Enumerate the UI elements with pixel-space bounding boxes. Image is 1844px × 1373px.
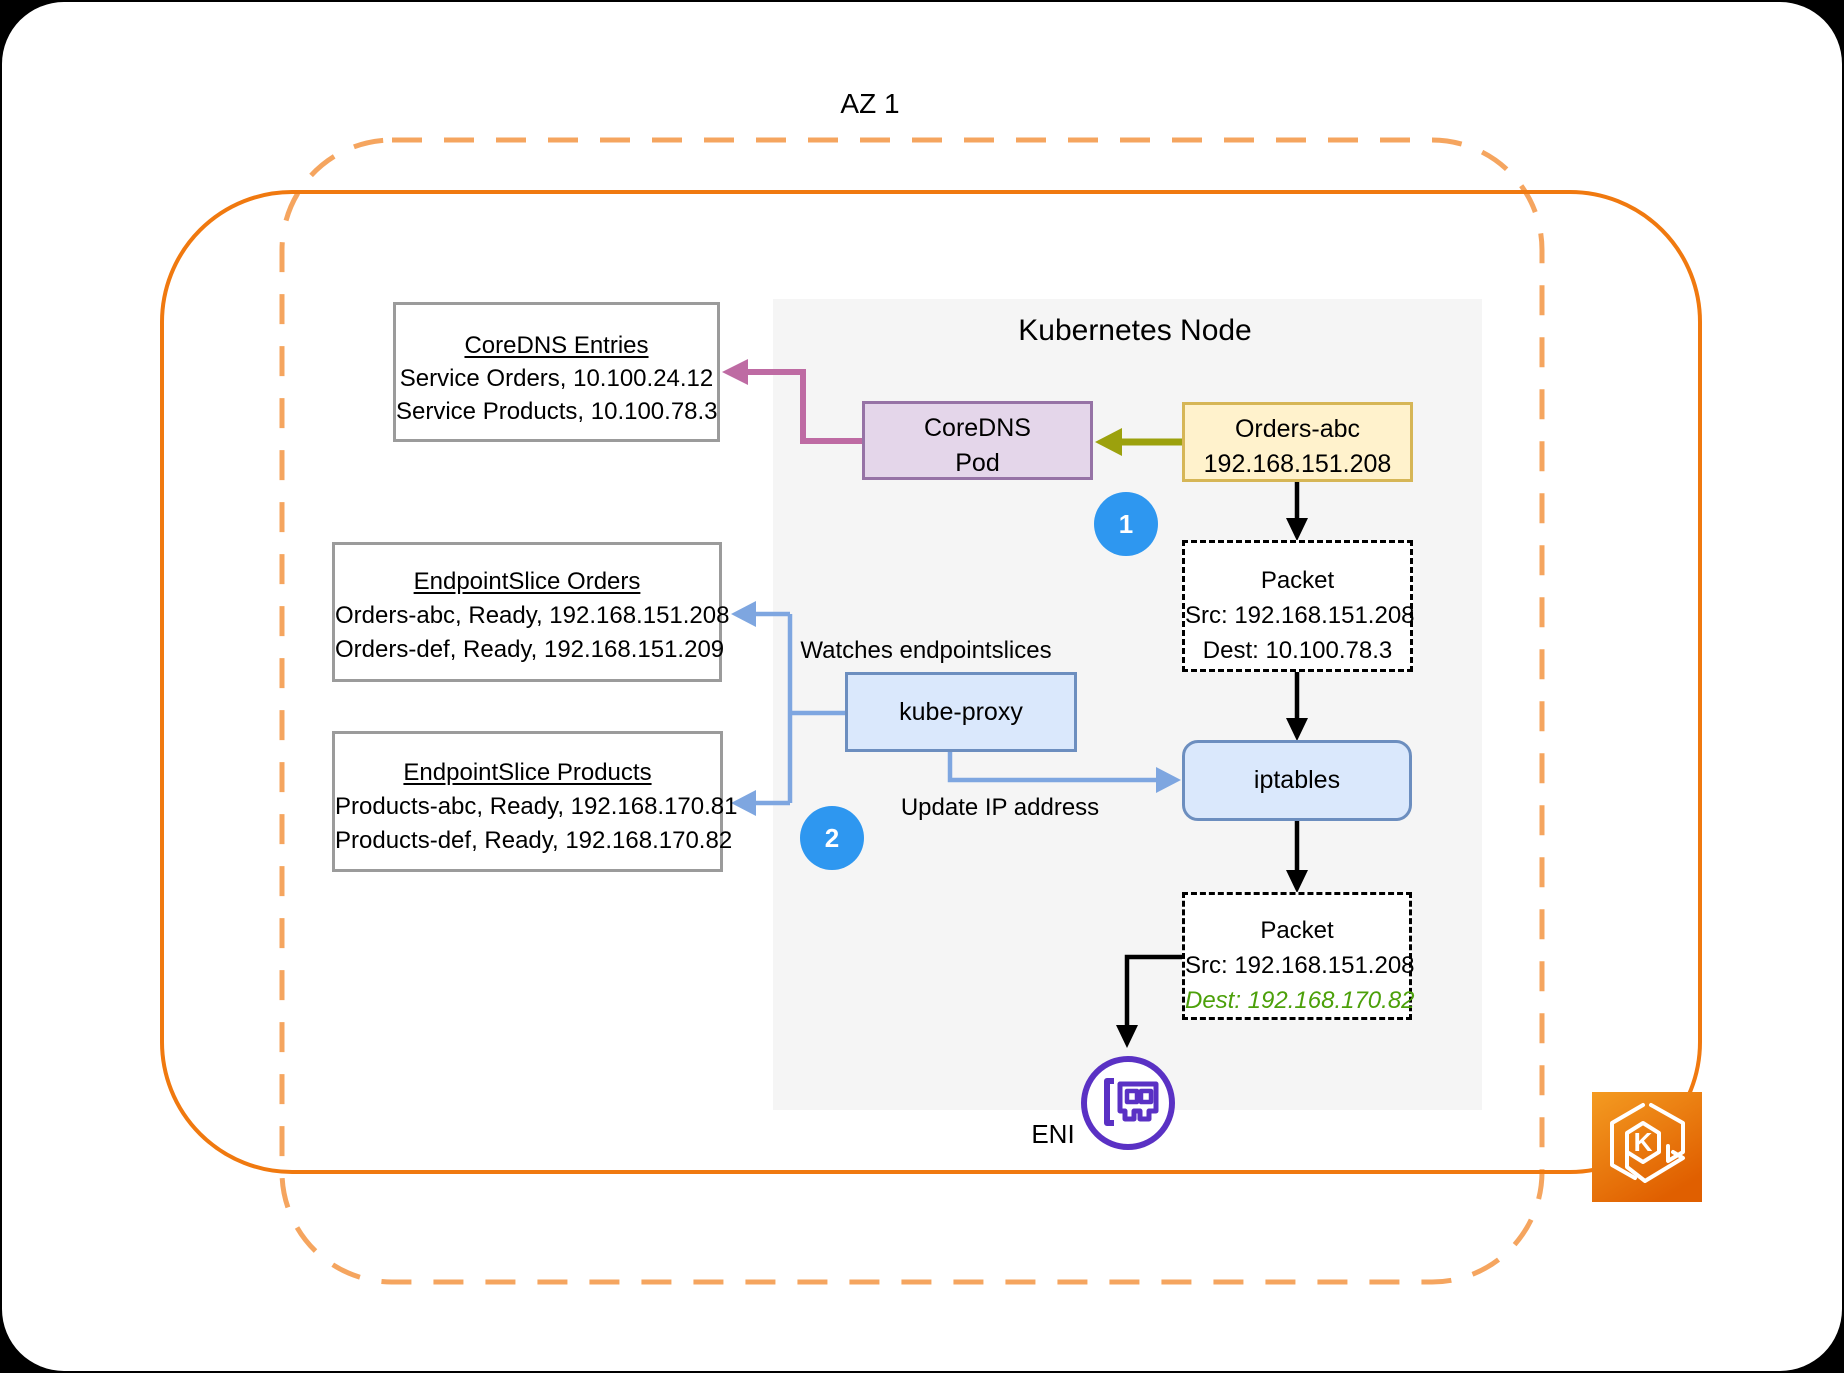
arrow-to-eps-orders-head [731,601,756,627]
step-badge-2-number: 2 [824,822,840,853]
watches-endpointslices-label: Watches endpointslices [800,637,1052,664]
iptables-box: iptables [1182,740,1412,821]
packet-src: Src: 192.168.151.208 [1185,602,1415,629]
step-badge-1: 1 [1094,492,1158,556]
eni-label: ENI [1031,1119,1075,1149]
endpointslice-products-row: Products-def, Ready, 192.168.170.82 [335,827,733,854]
eni-icon [1078,1053,1178,1153]
packet-src: Src: 192.168.151.208 [1185,952,1415,979]
kube-proxy-box: kube-proxy [845,672,1077,752]
coredns-pod-box: CoreDNS Pod [862,401,1093,480]
endpointslice-products-title: EndpointSlice Products [403,759,652,786]
eks-icon: K [1592,1092,1702,1202]
step-badge-1-number: 1 [1118,508,1134,539]
packet-title: Packet [1260,917,1334,944]
update-ip-label: Update IP address [900,794,1100,821]
kubernetes-node-title: Kubernetes Node [1018,314,1252,347]
arrow-coredns-to-entries-head [722,359,748,385]
coredns-entries-box: CoreDNS Entries Service Orders, 10.100.2… [393,302,720,442]
eks-letter: K [1634,1127,1653,1157]
endpointslice-orders-title: EndpointSlice Orders [413,568,641,595]
iptables-label: iptables [1253,766,1341,794]
packet-dest: Dest: 10.100.78.3 [1202,637,1393,664]
az-label: AZ 1 [840,88,900,119]
orders-abc-pod-box: Orders-abc 192.168.151.208 [1182,402,1413,482]
endpointslice-orders-row: Orders-abc, Ready, 192.168.151.208 [335,602,730,629]
packet-dest-rewritten: Dest: 192.168.170.82 [1185,987,1415,1014]
endpointslice-orders-box: EndpointSlice Orders Orders-abc, Ready, … [332,542,730,682]
orders-abc-name: Orders-abc [1234,415,1361,443]
coredns-pod-detail: Pod [955,449,1000,477]
coredns-entries-row: Service Products, 10.100.78.3 [396,398,718,425]
step-badge-2: 2 [800,806,864,870]
orders-abc-ip: 192.168.151.208 [1203,450,1392,478]
kube-proxy-label: kube-proxy [899,697,1023,726]
coredns-entries-title: CoreDNS Entries [464,332,649,359]
endpointslice-orders-row: Orders-def, Ready, 192.168.151.209 [335,636,725,663]
packet-box-service-ip: Packet Src: 192.168.151.208 Dest: 10.100… [1182,540,1415,672]
packet-box-rewritten: Packet Src: 192.168.151.208 Dest: 192.16… [1182,892,1415,1020]
packet-title: Packet [1260,567,1335,594]
coredns-pod-name: CoreDNS [924,414,1031,442]
endpointslice-products-box: EndpointSlice Products Products-abc, Rea… [332,731,738,872]
coredns-entries-row: Service Orders, 10.100.24.12 [399,365,714,392]
endpointslice-products-row: Products-abc, Ready, 192.168.170.81 [335,793,738,820]
